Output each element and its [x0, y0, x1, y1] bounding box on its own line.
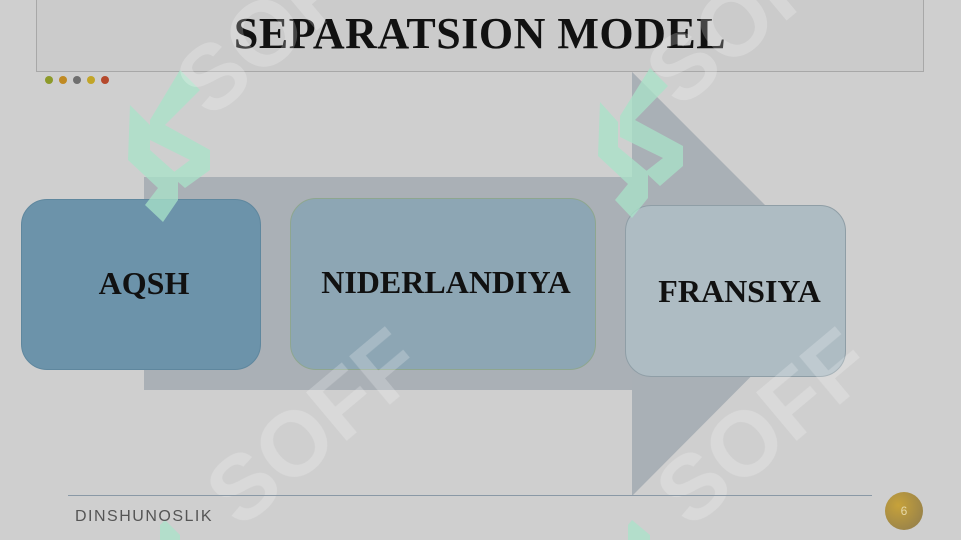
process-step-label: FRANSIYA	[658, 272, 821, 309]
footer-divider	[68, 495, 872, 496]
footer-label: DINSHUNOSLIK	[75, 508, 214, 525]
process-step-label: NIDERLANDIYA	[321, 263, 571, 300]
dot	[101, 76, 109, 84]
slide-title: SEPARATSION MODEL	[233, 9, 727, 58]
page-number-badge: 6	[885, 492, 923, 530]
dot	[59, 76, 67, 84]
dot	[45, 76, 53, 84]
page-number: 6	[900, 504, 908, 518]
process-step-label: AQSH	[98, 265, 190, 301]
decorative-dots	[45, 76, 109, 84]
title-box: SEPARATSION MODEL	[36, 0, 924, 72]
process-step-aqsh: AQSH	[21, 199, 261, 370]
dot	[87, 76, 95, 84]
process-step-niderlandiya: NIDERLANDIYA	[290, 198, 596, 370]
process-step-fransiya: FRANSIYA	[625, 205, 846, 377]
dot	[73, 76, 81, 84]
